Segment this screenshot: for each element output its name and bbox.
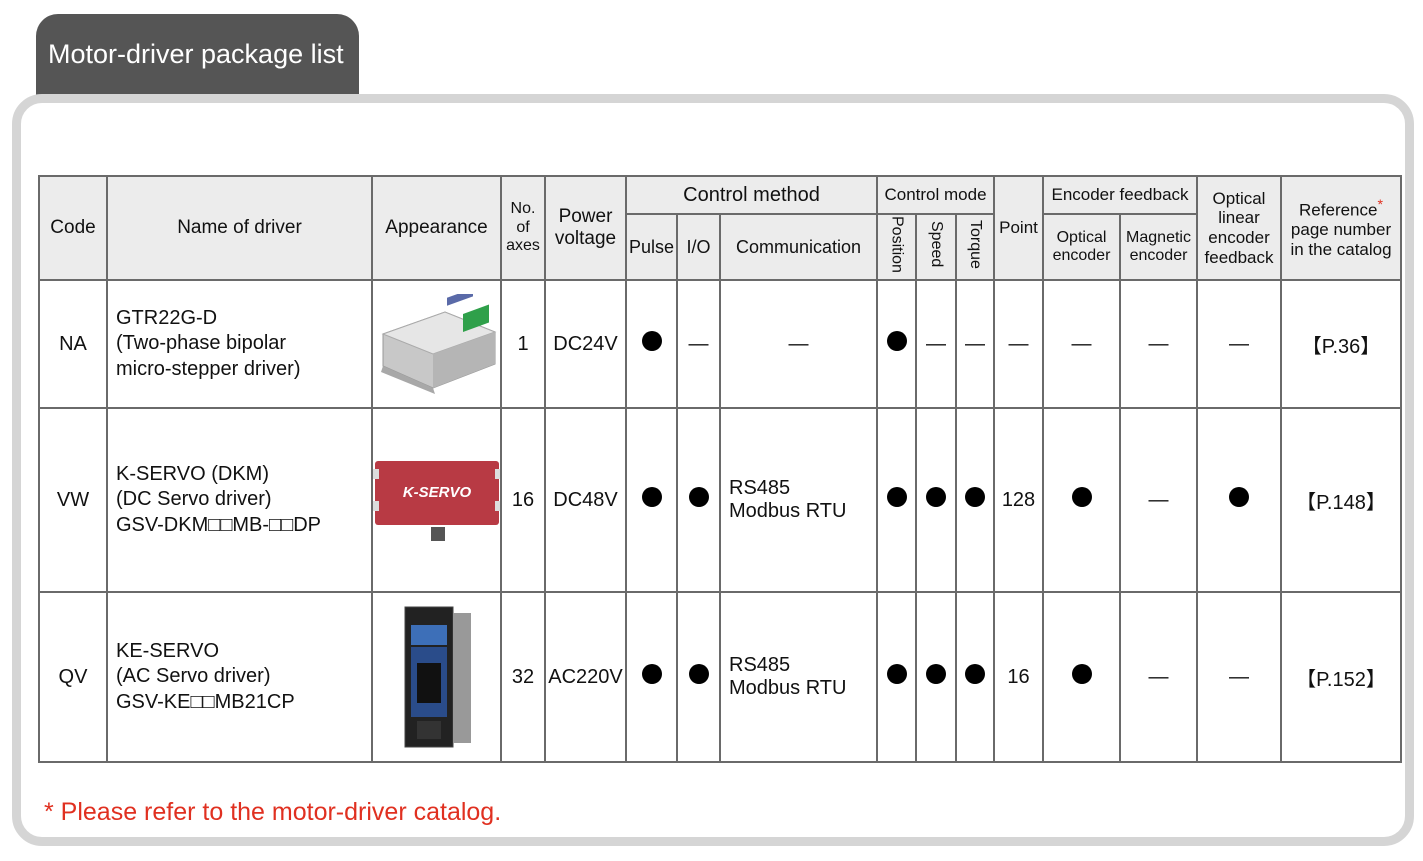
row-pulse [625, 591, 678, 763]
row-reference: 【P.36】 [1280, 279, 1403, 409]
filled-dot-icon [688, 664, 709, 684]
header-communication: Communication [719, 213, 878, 281]
row-code: VW [38, 407, 108, 593]
header-control-mode: Control mode [876, 175, 995, 215]
header-pulse: Pulse [625, 213, 678, 281]
row-magnetic-encoder: — [1118, 407, 1199, 593]
filled-dot-icon [641, 664, 662, 684]
filled-dot-icon [926, 487, 946, 507]
row-optical-encoder [1042, 591, 1121, 763]
header-name: Name of driver [106, 175, 373, 281]
driver-image-keservo [371, 591, 502, 763]
row-code: QV [38, 591, 108, 763]
filled-dot-icon [965, 487, 985, 507]
row-axes: 16 [500, 407, 546, 593]
row-speed [915, 407, 957, 593]
row-torque [955, 591, 995, 763]
row-communication: — [719, 279, 878, 409]
filled-dot-icon [886, 331, 907, 351]
filled-dot-icon [641, 331, 662, 351]
filled-dot-icon [641, 487, 662, 507]
row-pulse [625, 407, 678, 593]
row-torque: — [955, 279, 995, 409]
row-optical-linear: — [1196, 279, 1283, 409]
row-position [876, 279, 917, 409]
header-point: Point [993, 175, 1044, 281]
row-power: AC220V [544, 591, 627, 763]
row-driver-name: K-SERVO (DKM)(DC Servo driver)GSV-DKM□□M… [106, 407, 373, 593]
row-axes: 32 [500, 591, 546, 763]
header-appearance: Appearance [371, 175, 502, 281]
row-pulse [625, 279, 678, 409]
filled-dot-icon [926, 664, 946, 684]
table-row: VW K-SERVO (DKM)(DC Servo driver)GSV-DKM… [38, 407, 1403, 593]
row-code: NA [38, 279, 108, 409]
row-optical-encoder: — [1042, 279, 1121, 409]
row-point: 128 [993, 407, 1044, 593]
row-io [676, 591, 721, 763]
filled-dot-icon [1071, 664, 1092, 684]
footnote: * Please refer to the motor-driver catal… [44, 798, 502, 826]
header-control-method: Control method [625, 175, 878, 215]
row-optical-linear: — [1196, 591, 1283, 763]
row-position [876, 407, 917, 593]
header-io: I/O [676, 213, 721, 281]
row-io [676, 407, 721, 593]
row-torque [955, 407, 995, 593]
header-code: Code [38, 175, 108, 281]
filled-dot-icon [886, 487, 907, 507]
asterisk-mark: * [1377, 196, 1383, 213]
filled-dot-icon [1229, 487, 1250, 507]
section-tab: Motor-driver package list [36, 14, 359, 98]
row-optical-linear [1196, 407, 1283, 593]
row-axes: 1 [500, 279, 546, 409]
row-driver-name: KE-SERVO(AC Servo driver)GSV-KE□□MB21CP [106, 591, 373, 763]
filled-dot-icon [886, 664, 907, 684]
driver-image-stepper [371, 279, 502, 409]
row-io: — [676, 279, 721, 409]
row-reference: 【P.152】 [1280, 591, 1403, 763]
row-position [876, 591, 917, 763]
row-magnetic-encoder: — [1118, 279, 1199, 409]
row-power: DC48V [544, 407, 627, 593]
row-magnetic-encoder: — [1118, 591, 1199, 763]
row-optical-encoder [1042, 407, 1121, 593]
table-row: QV KE-SERVO(AC Servo driver)GSV-KE□□MB21… [38, 591, 1403, 763]
row-reference: 【P.148】 [1280, 407, 1403, 593]
row-power: DC24V [544, 279, 627, 409]
row-point: 16 [993, 591, 1044, 763]
section-title: Motor-driver package list [48, 39, 344, 69]
filled-dot-icon [688, 487, 709, 507]
header-encoder-feedback: Encoder feedback [1041, 175, 1199, 215]
filled-dot-icon [1071, 487, 1092, 507]
kservo-label: K-SERVO [403, 484, 472, 501]
row-point: — [993, 279, 1044, 409]
row-speed [915, 591, 957, 763]
header-speed: Speed [915, 213, 957, 281]
driver-image-kservo: K-SERVO [371, 407, 502, 593]
filled-dot-icon [965, 664, 985, 684]
row-speed: — [915, 279, 957, 409]
header-position: Position [876, 213, 917, 281]
header-torque: Torque [955, 213, 995, 281]
